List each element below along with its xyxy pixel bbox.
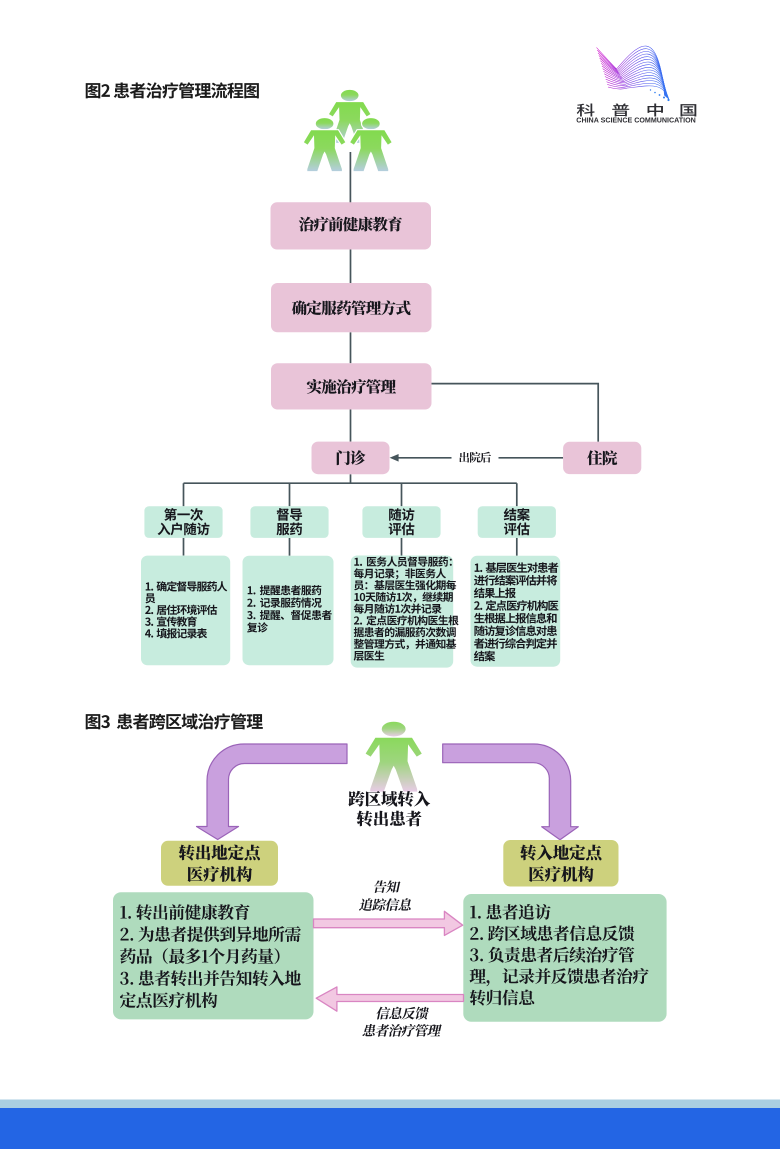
svg-text:CHINA SCIENCE COMMUNICATION: CHINA SCIENCE COMMUNICATION [576, 118, 696, 125]
